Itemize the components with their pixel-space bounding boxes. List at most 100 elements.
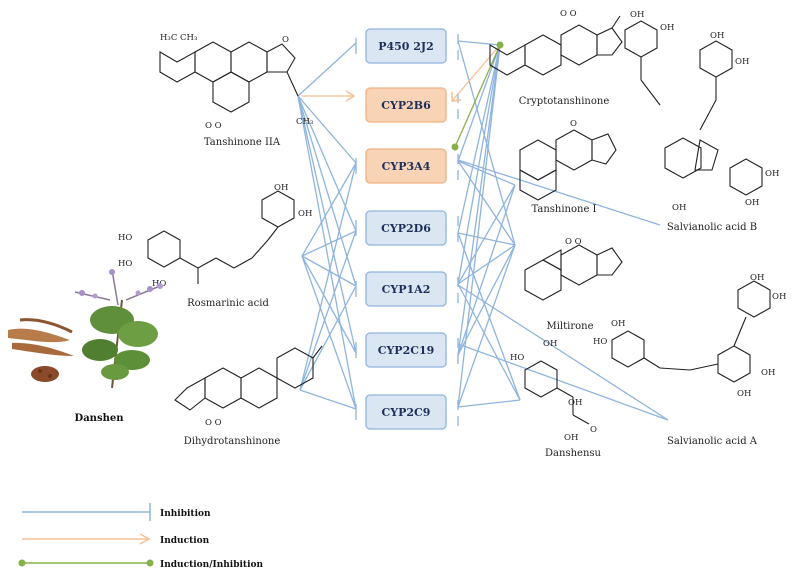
inhibition-line [301, 255, 357, 354]
ho-label: HO [118, 259, 132, 269]
oxo-label: O O [565, 237, 582, 247]
enzyme-cyp2c19: CYP2C19 [365, 332, 447, 368]
inhibition-line [457, 232, 521, 401]
oxo-label: O O [205, 121, 222, 131]
inhibition-line [297, 42, 357, 97]
tanshinone-iia-structure [159, 41, 299, 113]
enzyme-label: CYP2D6 [381, 222, 431, 235]
enzyme-label: CYP3A4 [382, 160, 431, 173]
inhibition-line [301, 255, 357, 410]
enzyme-label: CYP1A2 [382, 283, 431, 296]
furan-o-label: O [282, 35, 289, 45]
inhibition-line [457, 159, 661, 226]
oh-label: OH [564, 433, 578, 443]
inhibition-line [299, 285, 357, 391]
danshen-herb-image [8, 269, 163, 389]
oxo-label: O [570, 119, 577, 129]
rosmarinic-acid-label: Rosmarinic acid [187, 298, 269, 309]
enzyme-box [365, 332, 447, 368]
oxo-label: O O [560, 9, 577, 19]
inhibition-line [457, 244, 516, 408]
legend-inhibition-label: Inhibition [160, 509, 211, 519]
miltirone-label: Miltirone [546, 321, 593, 332]
inhibition-line [297, 95, 357, 287]
enzyme-box [365, 28, 447, 64]
dihydrotanshinone-structure [174, 345, 323, 411]
enzyme-cyp2b6: CYP2B6 [365, 87, 447, 123]
tanshinone-iia-label: Tanshinone IIA [204, 137, 281, 148]
oh-label: OH [543, 339, 557, 349]
legend: Inhibition Induction Induction/Inhibitio… [18, 503, 263, 570]
inhibition-line [457, 343, 669, 421]
oh-label: OH [298, 209, 312, 219]
inhibition-line [457, 399, 521, 408]
interaction-lines [297, 34, 669, 426]
salvianolic-acid-b-structure [624, 20, 763, 196]
enzyme-cyp3a4: CYP3A4 [365, 148, 447, 184]
enzyme-p450-2j2: P450 2J2 [365, 28, 447, 64]
dihydrotanshinone-label: Dihydrotanshinone [184, 436, 281, 447]
inhibition-line [457, 44, 501, 285]
inhibition-line [299, 389, 357, 410]
ho-label: HO [118, 233, 132, 243]
salvianolic-acid-b-label: Salvianolic acid B [667, 222, 757, 233]
inhibition-line [457, 232, 516, 246]
enzyme-box [365, 394, 447, 430]
inhibition-line [457, 184, 516, 285]
inhibition-line [457, 44, 501, 356]
cryptotanshinone-label: Cryptotanshinone [519, 96, 610, 107]
tanshinone-i-label: Tanshinone I [531, 204, 596, 215]
oh-label: OH [761, 368, 775, 378]
inhibition-line [297, 95, 357, 354]
enzyme-cyp2c9: CYP2C9 [365, 394, 447, 430]
oh-label: OH [672, 203, 686, 213]
ch3-label: CH₃ [296, 117, 313, 127]
ch3-label: H₃C CH₃ [160, 33, 197, 43]
inhibition-line [299, 230, 357, 391]
tanshinone-i-structure [519, 129, 617, 201]
oh-label: OH [735, 57, 749, 67]
enzyme-label: CYP2C19 [378, 344, 435, 357]
inhibition-line [457, 44, 501, 408]
induction-inhibition-dot [451, 143, 459, 151]
oh-label: OH [568, 398, 582, 408]
cryptotanshinone-structure [489, 15, 623, 76]
legend-induction-inhibition: Induction/Inhibition [18, 559, 263, 570]
oh-label: OH [737, 389, 751, 399]
oh-label: OH [274, 183, 288, 193]
enzyme-boxes: P450 2J2CYP2B6CYP3A4CYP2D6CYP1A2CYP2C19C… [365, 28, 447, 430]
rosmarinic-acid-structure [147, 190, 295, 284]
inhibition-line [297, 95, 357, 232]
enzyme-box [365, 148, 447, 184]
oxo-label: O O [205, 418, 222, 428]
salvianolic-acid-a-label: Salvianolic acid A [667, 436, 758, 447]
inhibition-line [457, 40, 516, 246]
ho-label: HO [510, 353, 524, 363]
enzyme-box [365, 271, 447, 307]
inhibition-line [457, 160, 516, 246]
inhibition-line [457, 244, 516, 356]
enzyme-cyp1a2: CYP1A2 [365, 271, 447, 307]
inhibition-line [301, 162, 357, 257]
oh-label: OH [750, 273, 764, 283]
oh-label: OH [611, 319, 625, 329]
herb-label: Danshen [75, 413, 125, 424]
o-label: O [590, 425, 597, 435]
danshensu-structure [524, 360, 590, 425]
oh-label: OH [772, 292, 786, 302]
induction-arrowhead [451, 92, 462, 102]
induction-arrowhead [345, 90, 356, 102]
enzyme-label: CYP2C9 [382, 406, 431, 419]
ho-label: HO [593, 337, 607, 347]
danshensu-label: Danshensu [545, 448, 601, 459]
inhibition-line [457, 44, 501, 162]
oh-label: OH [630, 10, 644, 20]
induction-inhibition-dot [496, 41, 504, 49]
legend-induction: Induction [22, 533, 210, 546]
legend-induction-label: Induction [160, 536, 210, 546]
oh-label: OH [660, 23, 674, 33]
inhibition-line [301, 230, 357, 257]
induction-inhibition-line [454, 44, 501, 148]
